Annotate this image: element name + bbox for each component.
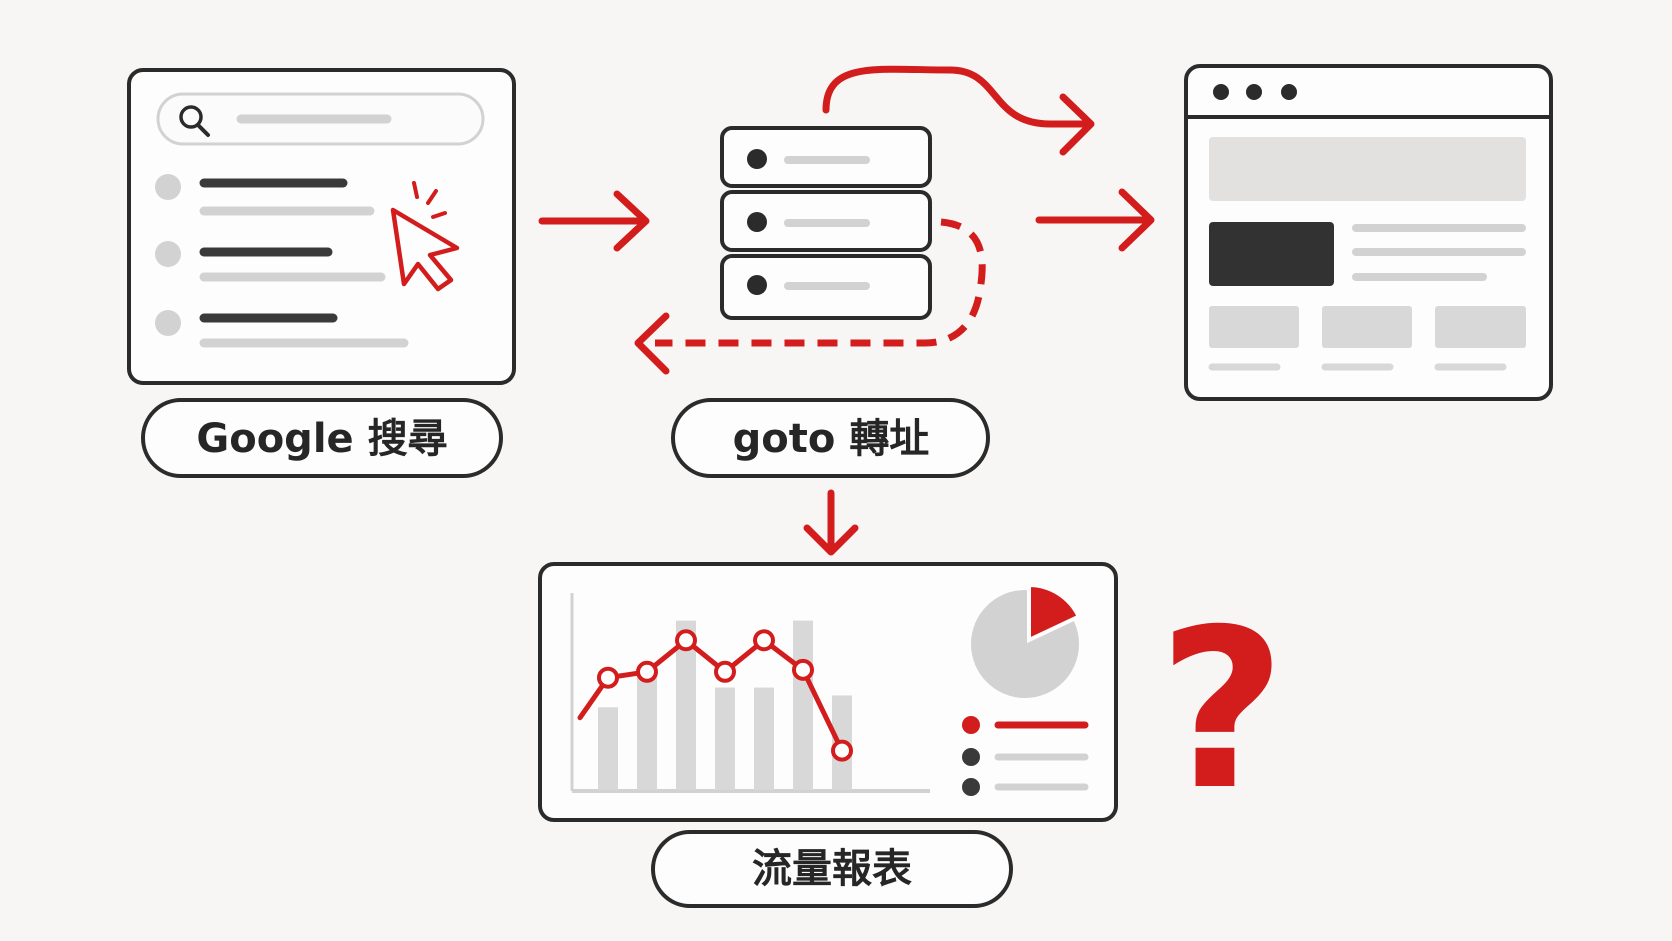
chart-point (831, 739, 853, 762)
arrow-server-dashed-return (634, 218, 986, 375)
traffic-report-label: 流量報表 (651, 830, 1013, 908)
server-unit (720, 254, 932, 320)
search-bar (156, 92, 485, 146)
goto-redirect-label: goto 轉址 (671, 398, 990, 478)
list-item (155, 310, 409, 348)
content-card (1435, 306, 1526, 348)
google-search-panel (127, 68, 516, 385)
traffic-report-label-text: 流量報表 (752, 846, 912, 892)
legend-item (962, 716, 1089, 734)
server-stack-icon (720, 126, 932, 320)
content-card (1209, 306, 1299, 348)
window-dot (1281, 84, 1297, 100)
question-mark: ? (1158, 582, 1286, 838)
window-dot (1213, 84, 1229, 100)
legend-item (962, 778, 1089, 796)
hero-banner (1209, 137, 1526, 201)
arrow-server-to-browser (1035, 188, 1155, 252)
result-list (155, 174, 409, 348)
chart-point (792, 658, 814, 681)
chart-bar (793, 620, 813, 790)
chart-bar (637, 667, 657, 790)
chart-axes (570, 593, 930, 793)
legend-item (962, 748, 1089, 766)
browser-window-icon (1184, 64, 1553, 401)
feature-image (1209, 222, 1334, 286)
arrow-to-report (803, 489, 859, 556)
pointer-cursor-icon (390, 181, 460, 292)
google-search-label: Google 搜尋 (141, 398, 503, 478)
chart-point (714, 660, 736, 683)
dashboard-chart-icon (538, 562, 1118, 822)
list-item (155, 241, 386, 282)
chart-bar (715, 687, 735, 790)
list-item (155, 174, 375, 216)
search-icon (179, 105, 210, 137)
chart-point (675, 629, 697, 652)
chart-point (636, 660, 658, 683)
chart-bar (754, 687, 774, 790)
arrow-server-redirect (822, 65, 1095, 156)
content-card (1322, 306, 1412, 348)
chart-bar (598, 707, 618, 790)
google-search-label-text: Google 搜尋 (196, 416, 447, 462)
goto-redirect-label-text: goto 轉址 (733, 416, 930, 462)
line-series (577, 629, 853, 762)
chart-point (597, 666, 619, 689)
chart-point (753, 629, 775, 652)
window-dot (1246, 84, 1262, 100)
pie-slice-highlight (1027, 582, 1082, 644)
legend (962, 716, 1089, 796)
chart-bar (676, 620, 696, 790)
server-unit (720, 126, 932, 188)
arrow-search-to-server (538, 190, 650, 252)
pie-chart (971, 582, 1082, 698)
server-unit (720, 190, 932, 252)
